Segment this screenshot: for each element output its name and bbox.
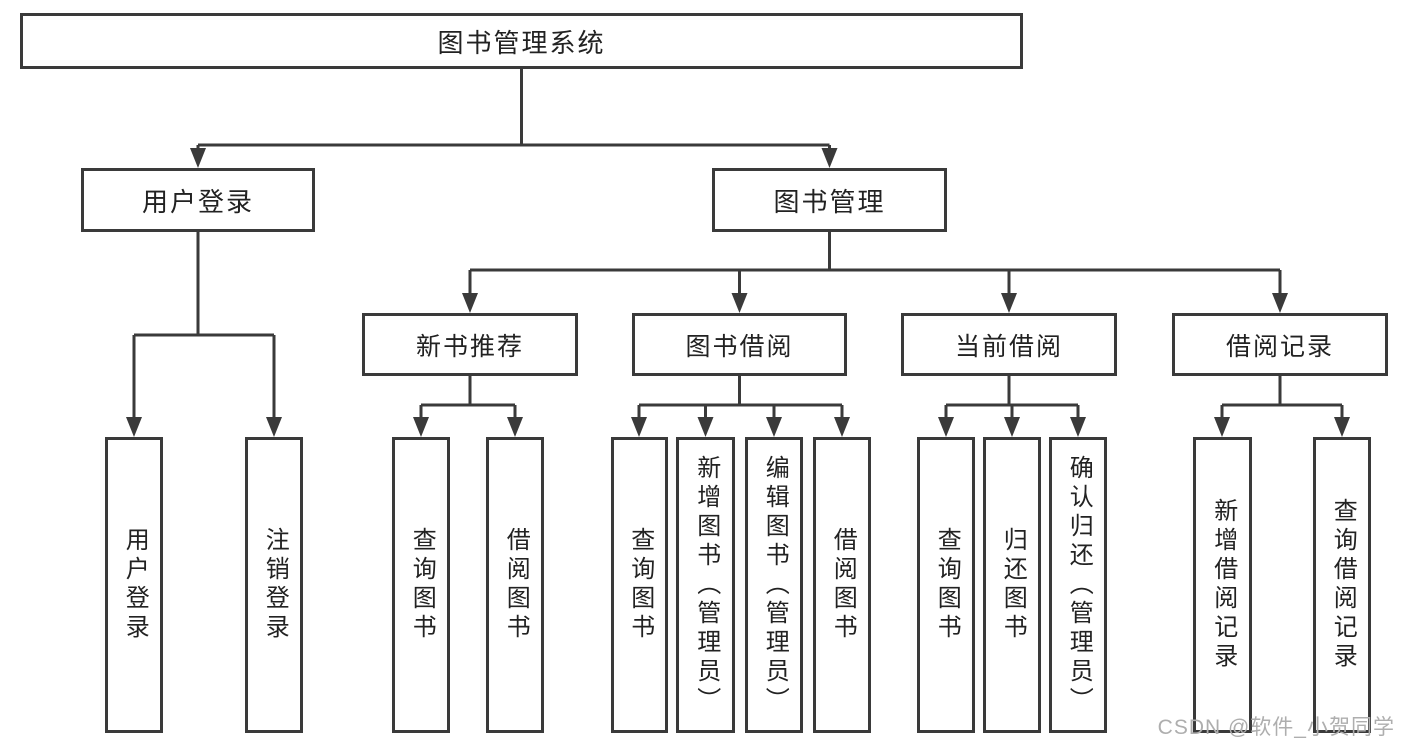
leaf-add-borrow-record: 新增借阅记录 xyxy=(1193,437,1252,733)
node-label: 编辑图书（管理员） xyxy=(761,454,789,716)
node-label: 查询图书 xyxy=(933,527,961,643)
leaf-query-borrow-record: 查询借阅记录 xyxy=(1313,437,1371,733)
leaf-user-login: 用户登录 xyxy=(105,437,163,733)
node-label: 归还图书 xyxy=(999,527,1027,643)
node-label: 图书借阅 xyxy=(685,332,794,361)
leaf-add-book-admin: 新增图书（管理员） xyxy=(676,437,735,733)
node-book-management: 图书管理 xyxy=(712,168,947,232)
node-label: 查询借阅记录 xyxy=(1329,498,1357,672)
node-borrow-records: 借阅记录 xyxy=(1172,313,1388,376)
node-book-borrowing: 图书借阅 xyxy=(632,313,847,376)
node-label: 借阅图书 xyxy=(502,527,530,643)
node-label: 图书管理系统 xyxy=(437,27,606,58)
node-new-book-recommend: 新书推荐 xyxy=(362,313,578,376)
leaf-confirm-return-admin: 确认归还（管理员） xyxy=(1049,437,1107,733)
node-label: 借阅图书 xyxy=(829,527,857,643)
node-label: 新书推荐 xyxy=(415,332,524,361)
node-label: 图书管理 xyxy=(773,186,886,217)
node-label: 查询图书 xyxy=(626,527,654,643)
leaf-borrow-books: 借阅图书 xyxy=(813,437,871,733)
node-user-login: 用户登录 xyxy=(81,168,315,232)
node-label: 当前借阅 xyxy=(954,332,1063,361)
leaf-logout: 注销登录 xyxy=(245,437,303,733)
node-current-borrowing: 当前借阅 xyxy=(901,313,1117,376)
node-label: 借阅记录 xyxy=(1225,332,1334,361)
leaf-query-books-recommend: 查询图书 xyxy=(392,437,450,733)
node-label: 确认归还（管理员） xyxy=(1065,454,1093,716)
node-label: 新增借阅记录 xyxy=(1209,498,1237,672)
node-label: 用户登录 xyxy=(141,186,254,217)
node-system-root: 图书管理系统 xyxy=(20,13,1023,69)
node-label: 查询图书 xyxy=(408,527,436,643)
leaf-borrow-books-recommend: 借阅图书 xyxy=(486,437,544,733)
node-label: 注销登录 xyxy=(261,527,289,643)
node-label: 用户登录 xyxy=(121,527,149,643)
leaf-edit-book-admin: 编辑图书（管理员） xyxy=(745,437,803,733)
leaf-query-books-current: 查询图书 xyxy=(917,437,975,733)
leaf-query-books-borrow: 查询图书 xyxy=(611,437,668,733)
watermark-text: CSDN @软件_小贺同学 xyxy=(1157,716,1395,739)
leaf-return-books: 归还图书 xyxy=(983,437,1041,733)
node-label: 新增图书（管理员） xyxy=(692,454,720,716)
